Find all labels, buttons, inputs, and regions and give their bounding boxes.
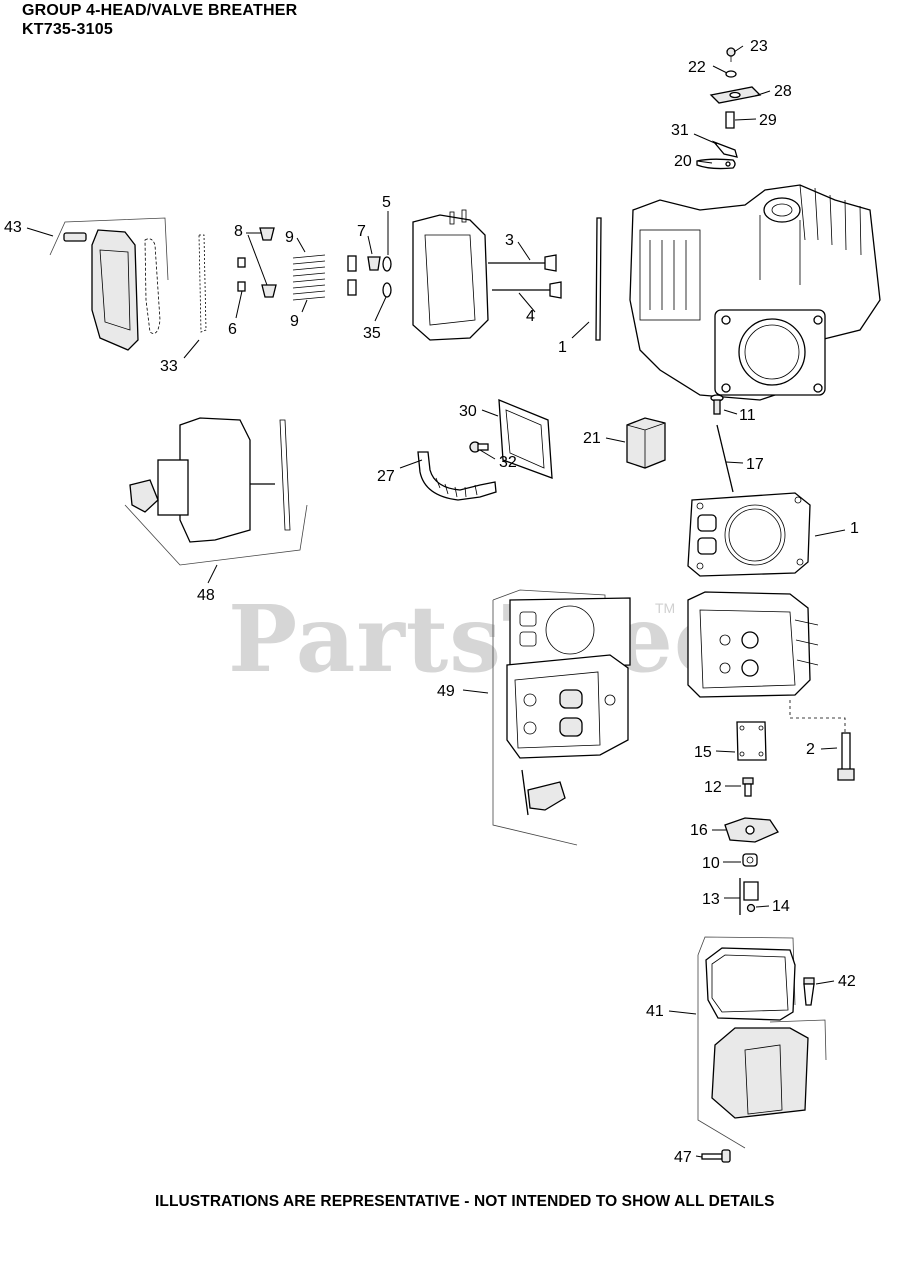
part-43-valve-cover[interactable]	[49, 217, 169, 351]
cylinder-head-side-view[interactable]	[412, 209, 489, 341]
callout-23: 23	[750, 38, 768, 55]
callout-41: 41	[646, 1003, 664, 1020]
part-42-breather-fitting[interactable]	[803, 977, 815, 1006]
callout-20: 20	[674, 153, 692, 170]
callout-6: 6	[228, 321, 237, 338]
callout-48: 48	[197, 587, 215, 604]
part-14-nut[interactable]	[746, 903, 756, 913]
part-5-valve-seal[interactable]	[382, 256, 392, 272]
part-23-screw[interactable]	[726, 47, 736, 62]
callout-7: 7	[357, 223, 366, 240]
callout-15: 15	[694, 744, 712, 761]
part-6-valve-keeper[interactable]	[237, 257, 246, 292]
part-41-valve-cover-assembly[interactable]	[697, 936, 827, 1149]
part-4-exhaust-valve[interactable]	[492, 281, 562, 299]
callout-22: 22	[688, 59, 706, 76]
callout-28: 28	[774, 83, 792, 100]
callout-21: 21	[583, 430, 601, 447]
leader-lines	[26, 45, 846, 1158]
callout-30: 30	[459, 403, 477, 420]
watermark-trademark: TM	[655, 600, 676, 616]
part-10-pivot[interactable]	[742, 853, 758, 867]
callout-35: 35	[363, 325, 381, 342]
callout-33: 33	[160, 358, 178, 375]
part-35-valve-seal[interactable]	[382, 282, 392, 298]
part-20-gasket[interactable]	[696, 158, 736, 170]
part-30-breather-gasket[interactable]	[498, 399, 553, 479]
callout-3: 3	[505, 232, 514, 249]
part-49-cylinder-head-assembly[interactable]	[492, 589, 631, 846]
callout-47: 47	[674, 1149, 692, 1166]
callout-29: 29	[759, 112, 777, 129]
callout-16: 16	[690, 822, 708, 839]
engine-block[interactable]	[629, 184, 881, 401]
part-1-head-gasket[interactable]	[687, 492, 811, 577]
part-21-filter[interactable]	[626, 417, 666, 469]
callout-43: 43	[4, 219, 22, 236]
part-47-screw[interactable]	[701, 1149, 731, 1163]
part-8-spring-retainer[interactable]	[259, 227, 277, 298]
callout-2: 2	[806, 741, 815, 758]
callout-11: 11	[739, 407, 756, 424]
part-29-reed[interactable]	[725, 111, 735, 129]
disclaimer-footer: ILLUSTRATIONS ARE REPRESENTATIVE - NOT I…	[155, 1193, 775, 1210]
part-11-fitting[interactable]	[710, 394, 724, 415]
part-2-head-bolt[interactable]	[837, 732, 855, 781]
part-28-breather-cover[interactable]	[709, 86, 762, 104]
part-15-guide-plate[interactable]	[736, 721, 767, 761]
callout-10: 10	[702, 855, 720, 872]
part-31-tab[interactable]	[711, 140, 738, 158]
part-7-valve-guide[interactable]	[347, 255, 381, 296]
callout-5: 5	[382, 194, 391, 211]
callout-14: 14	[772, 898, 790, 915]
callout-1-lower: 1	[850, 520, 859, 537]
callout-27: 27	[377, 468, 395, 485]
callout-9-upper: 9	[285, 229, 294, 246]
callout-49: 49	[437, 683, 455, 700]
diagram-title: GROUP 4-HEAD/VALVE BREATHER	[22, 2, 298, 19]
part-27-breather-hose[interactable]	[417, 451, 497, 501]
callout-13: 13	[702, 891, 720, 908]
part-48-head-assembly[interactable]	[124, 417, 308, 566]
cylinder-head[interactable]	[687, 591, 846, 735]
callout-32: 32	[499, 454, 517, 471]
part-33-cover-gasket[interactable]	[144, 234, 207, 334]
part-3-intake-valve[interactable]	[488, 254, 557, 272]
callout-8: 8	[234, 223, 243, 240]
watermark: PartsTree	[228, 585, 734, 693]
part-22-washer[interactable]	[725, 70, 737, 78]
part-13-adjuster[interactable]	[739, 878, 759, 915]
callout-12: 12	[704, 779, 722, 796]
part-9-valve-spring[interactable]	[292, 254, 326, 301]
callout-4: 4	[526, 308, 535, 325]
part-12-rocker-stud[interactable]	[742, 777, 754, 797]
part-16-rocker-arm[interactable]	[724, 817, 779, 843]
part-1-head-gasket-side[interactable]	[595, 217, 602, 341]
callout-17: 17	[746, 456, 764, 473]
callout-31: 31	[671, 122, 689, 139]
part-17-pushrod[interactable]	[716, 424, 734, 493]
callout-labels: 23 22 28 29 31 20 43 8 9 9 7 5 3 4 6 33 …	[4, 38, 859, 1166]
callout-1-upper: 1	[558, 339, 567, 356]
model-number: KT735-3105	[22, 21, 113, 38]
part-32-fitting[interactable]	[469, 441, 489, 453]
callout-9-lower: 9	[290, 313, 299, 330]
callout-42: 42	[838, 973, 856, 990]
